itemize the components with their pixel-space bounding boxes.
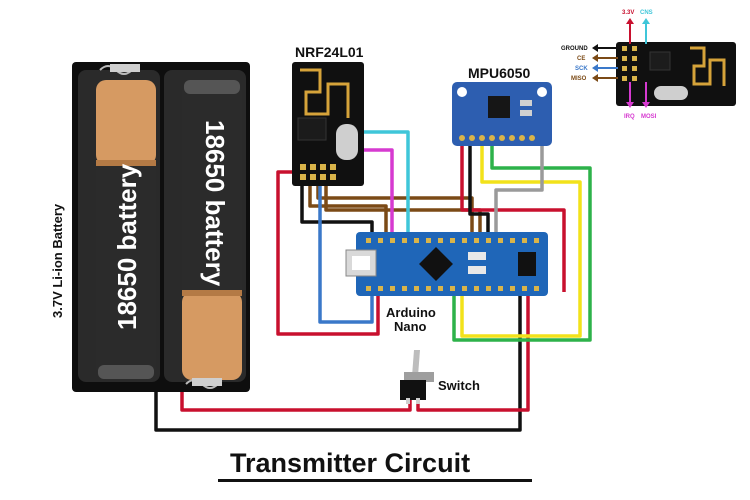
wire-battery-positive xyxy=(180,392,412,412)
wire-nrf-csn xyxy=(316,180,474,236)
pinout-cns: CNS xyxy=(640,10,653,16)
pinout-3v3: 3.3V xyxy=(622,10,634,16)
wire-nrf-vcc xyxy=(276,170,380,336)
pinout-ground: GROUND xyxy=(561,46,588,52)
mpu6050-module xyxy=(452,82,552,146)
switch-label: Switch xyxy=(438,378,480,393)
diagram-title: Transmitter Circuit xyxy=(230,448,470,478)
arduino-label-line1: Arduino xyxy=(386,305,436,320)
mpu-label: MPU6050 xyxy=(468,65,530,81)
nrf24l01-module xyxy=(292,62,364,186)
title-underline xyxy=(218,479,532,482)
nrf-pinout-inset xyxy=(592,18,736,108)
pinout-mosi: MOSI xyxy=(641,114,657,120)
battery-cell-2-label: 18650 battery xyxy=(200,120,230,287)
wire-nrf-sck xyxy=(318,180,374,324)
wire-mpu-gnd xyxy=(468,144,490,236)
pinout-irq: IRQ xyxy=(624,114,635,120)
wire-battery-negative xyxy=(154,292,522,432)
battery-holder: 18650 battery 18650 battery xyxy=(72,62,250,392)
wire-nrf-ce xyxy=(308,180,388,236)
wire-nrf-mosi xyxy=(324,180,482,236)
pinout-sck: SCK xyxy=(575,66,588,72)
battery-cell-1 xyxy=(96,80,156,380)
pinout-ce: CE xyxy=(577,56,585,62)
wire-mpu-scl xyxy=(460,144,582,338)
wire-nrf-gnd xyxy=(300,180,374,236)
arduino-label-line2: Nano xyxy=(394,319,427,334)
battery-cell-2 xyxy=(182,80,242,380)
toggle-switch xyxy=(400,350,434,404)
wire-mpu-vcc xyxy=(460,144,566,292)
battery-side-label: 3.7V Li-ion Battery xyxy=(50,203,65,318)
wire-mpu-sda xyxy=(452,144,592,342)
pinout-miso: MISO xyxy=(571,76,587,82)
arduino-nano-board xyxy=(345,232,548,296)
wire-mpu-int xyxy=(494,144,544,236)
nrf-label: NRF24L01 xyxy=(295,44,364,60)
battery-cell-1-label: 18650 battery xyxy=(112,163,142,330)
